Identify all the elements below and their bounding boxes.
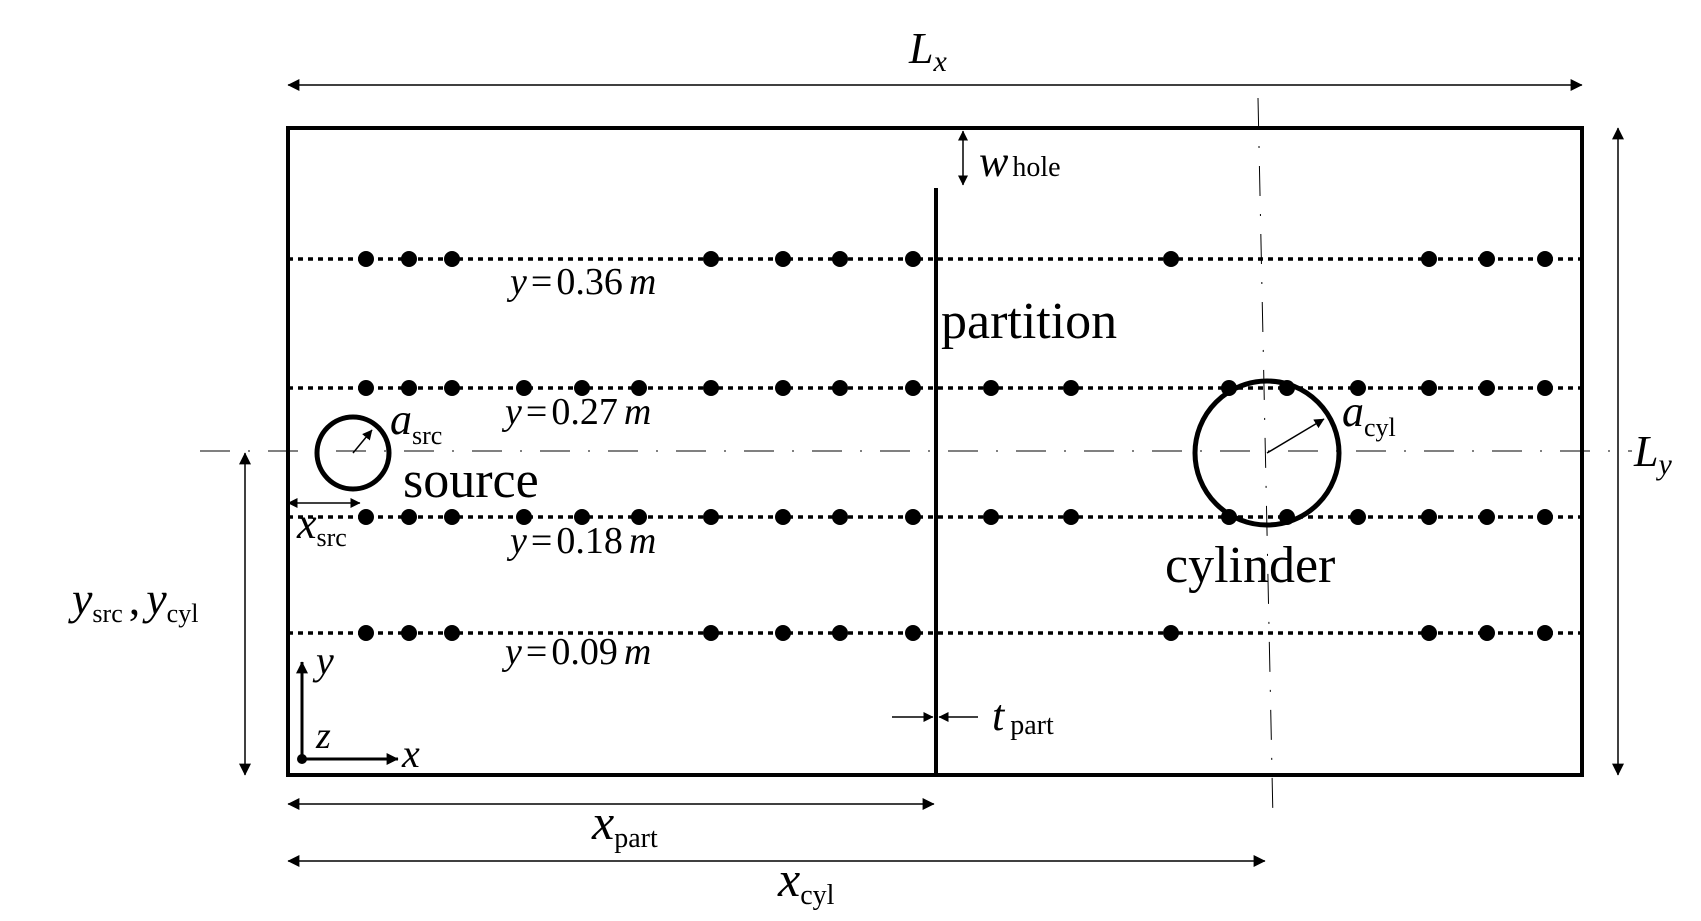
probe-point <box>832 380 848 396</box>
probe-point <box>1537 251 1553 267</box>
x-src-label: xsrc <box>296 499 347 552</box>
probe-point <box>401 380 417 396</box>
probe-point <box>832 625 848 641</box>
probe-point <box>775 380 791 396</box>
probe-point <box>574 380 590 396</box>
probe-point <box>905 380 921 396</box>
probe-point <box>1163 251 1179 267</box>
probe-point <box>358 625 374 641</box>
probe-points <box>358 251 1553 641</box>
Lx-label: Lx <box>908 24 947 78</box>
axis-x-label: x <box>401 731 420 776</box>
Ly-label: Ly <box>1633 427 1672 481</box>
probe-point <box>703 380 719 396</box>
probe-point <box>1350 380 1366 396</box>
probe-point <box>631 380 647 396</box>
probe-point <box>1421 509 1437 525</box>
probe-point <box>1421 251 1437 267</box>
probe-point <box>1479 251 1495 267</box>
axis-z-dot <box>297 754 307 764</box>
probe-point <box>1350 509 1366 525</box>
source-radius-arrow <box>352 429 373 454</box>
a-cyl-label: acyl <box>1342 387 1396 442</box>
partition-label: partition <box>941 293 1117 350</box>
cylinder-radius-arrow <box>1266 418 1325 454</box>
probe-point <box>1163 625 1179 641</box>
probe-point <box>1537 380 1553 396</box>
cylinder-label: cylinder <box>1165 537 1335 594</box>
source-circle <box>314 414 392 492</box>
probe-point <box>574 509 590 525</box>
probe-point <box>905 509 921 525</box>
probe-point <box>444 380 460 396</box>
probe-point <box>832 509 848 525</box>
axis-y-label: y <box>312 638 334 683</box>
probe-point <box>401 625 417 641</box>
probe-point <box>1537 509 1553 525</box>
probe-point <box>1537 625 1553 641</box>
probe-point <box>905 251 921 267</box>
probe-point <box>401 251 417 267</box>
probe-point <box>444 625 460 641</box>
probe-point <box>1479 509 1495 525</box>
probe-point <box>358 509 374 525</box>
coordinate-axes <box>296 661 399 765</box>
x-cyl-label: xcyl <box>777 851 835 911</box>
probe-point <box>444 509 460 525</box>
probe-point <box>1479 380 1495 396</box>
probe-point <box>983 509 999 525</box>
probe-point <box>703 509 719 525</box>
source-label: source <box>403 452 539 509</box>
probe-point <box>444 251 460 267</box>
probe-point <box>832 251 848 267</box>
probe-point <box>905 625 921 641</box>
probe-point <box>775 625 791 641</box>
probe-point <box>358 380 374 396</box>
vertical-centerline <box>1257 97 1274 821</box>
probe-point <box>775 251 791 267</box>
probe-point <box>703 625 719 641</box>
y-src-cyl-label: ysrc,ycyl <box>68 573 198 628</box>
probe-point <box>1421 625 1437 641</box>
probe-point <box>1421 380 1437 396</box>
probe-point <box>358 251 374 267</box>
x-part-label: xpart <box>591 794 658 854</box>
probe-point <box>775 509 791 525</box>
probe-point <box>516 509 532 525</box>
axis-z-label: z <box>315 715 331 757</box>
probe-point <box>631 509 647 525</box>
probe-point <box>983 380 999 396</box>
probe-point <box>516 380 532 396</box>
probe-point <box>1063 380 1079 396</box>
probe-point <box>1479 625 1495 641</box>
probe-point <box>401 509 417 525</box>
probe-point <box>1063 509 1079 525</box>
cylinder-circle <box>1192 378 1342 528</box>
probe-point <box>703 251 719 267</box>
a-src-label: asrc <box>390 395 442 450</box>
